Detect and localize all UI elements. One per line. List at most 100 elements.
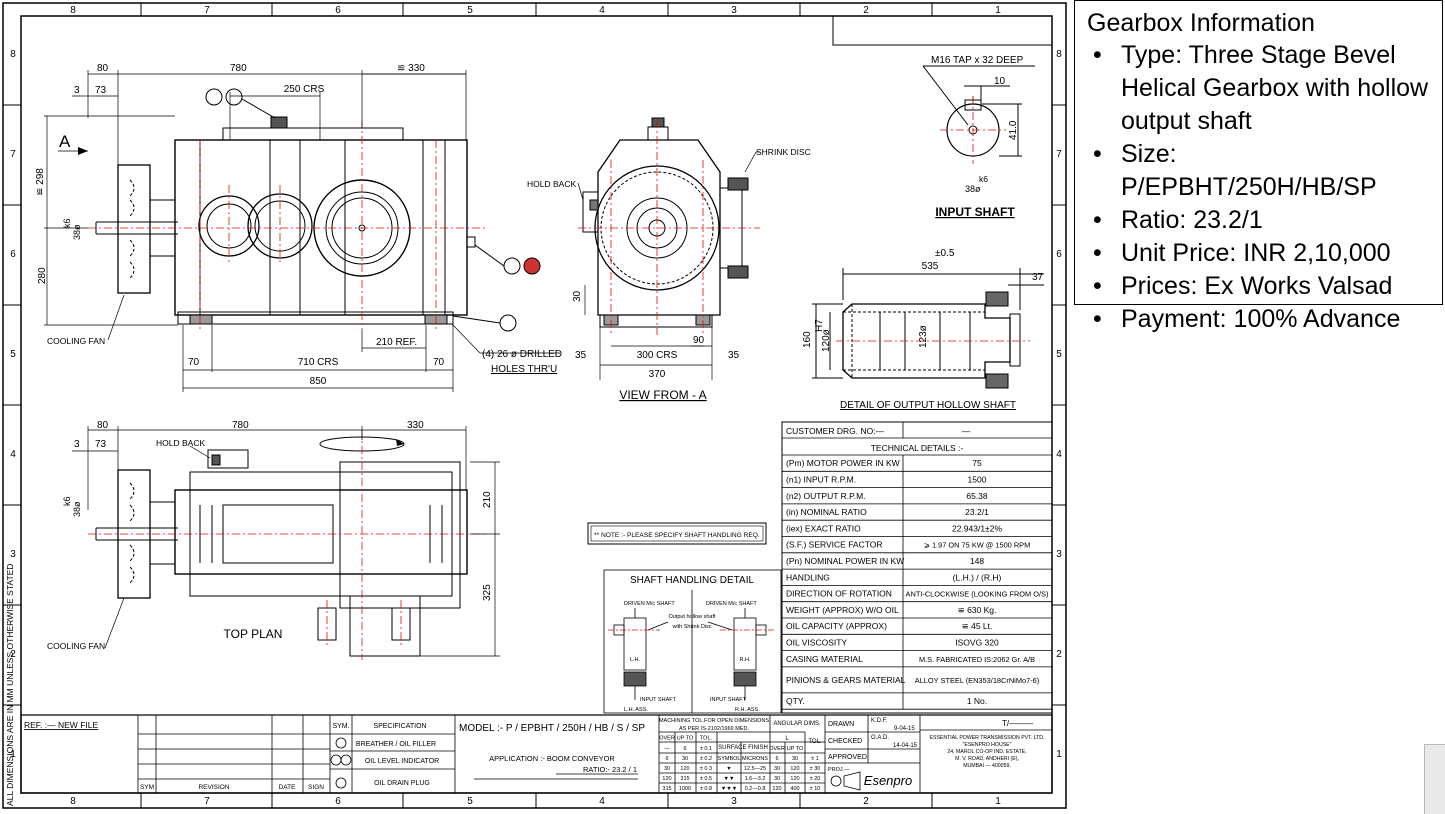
dim-330: 330 (407, 420, 424, 431)
scrollbar-handle[interactable] (1424, 744, 1445, 814)
dim-298: ≌ 298 (35, 168, 46, 196)
dim-210: 210 (482, 491, 493, 508)
dim-3: 3 (74, 439, 80, 450)
spec-header: SPECIFICATION (373, 723, 426, 730)
gearbox-info-panel: Gearbox Information •Type: Three Stage B… (1074, 0, 1443, 333)
ang-cell: 120 (790, 776, 799, 782)
bullet-icon: • (1093, 272, 1102, 300)
ang-cell: 30 (792, 756, 798, 762)
dim-370: 370 (649, 369, 666, 380)
revision-col-header: REVISION (198, 784, 229, 791)
tech-heading: TECHNICAL DETAILS :- (871, 443, 964, 453)
tech-row-label: OIL CAPACITY (APPROX) (786, 621, 887, 631)
ref-label: REF. :— NEW FILE (24, 720, 98, 730)
dim-37: 37 (1032, 272, 1044, 283)
holes-label: (4) 26 ø DRILLED (482, 349, 562, 360)
dim-250-crs: 250 CRS (284, 84, 325, 95)
rh-assembly-label: R.H. ASS. (735, 707, 760, 713)
tech-row-value: 1 No. (967, 696, 987, 706)
row-label-left: 3 (10, 549, 16, 560)
tech-row-label: HANDLING (786, 572, 830, 582)
finish-cell: ▼ (726, 766, 731, 772)
dim-h7: H7 (814, 319, 825, 332)
info-list-text: Ratio: 23.2/1 (1121, 206, 1263, 234)
application-label: APPLICATION :- BOOM CONVEYOR (489, 754, 615, 763)
tech-row-label: PINIONS & GEARS MATERIAL (786, 675, 906, 685)
tech-row-label: (iex) EXACT RATIO (786, 523, 861, 533)
view-a-title: VIEW FROM - A (619, 388, 706, 402)
col-label-bottom: 2 (863, 796, 869, 807)
tech-row-value: ≌ 45 Lt. (962, 621, 993, 631)
col-label-bottom: 1 (995, 796, 1001, 807)
dim-38-dia: 38ø (72, 224, 82, 240)
tech-row-value: ANTI-CLOCKWISE (LOOKING FROM O/S) (906, 590, 1049, 599)
tol-header: TOL. (700, 736, 713, 742)
checked-by: O.A.D. (871, 735, 889, 741)
view-a-centerlines (578, 120, 760, 335)
angular-l: L (785, 736, 789, 742)
row-label-left: 7 (10, 149, 16, 160)
bullet-icon: • (1093, 140, 1102, 168)
dim-710-crs: 710 CRS (298, 357, 339, 368)
shaft-handling-title: SHAFT HANDLING DETAIL (630, 575, 755, 586)
angular-title: ANGULAR DIMS. (773, 721, 821, 727)
proj-label: PROJ.— (828, 767, 850, 773)
tech-row-label: (Pn) NOMINAL POWER IN KW (786, 556, 904, 566)
row-label-left: 1 (10, 749, 16, 760)
output-shaft-title: DETAIL OF OUTPUT HOLLOW SHAFT (840, 400, 1016, 411)
row-label-left: 8 (10, 49, 16, 60)
tol-cell: ± 0.3 (700, 766, 712, 772)
tech-row-label: DIRECTION OF ROTATION (786, 589, 892, 599)
rh-label: R.H. (740, 657, 751, 663)
front-view-centerlines (88, 120, 485, 330)
ang-cell: 6 (775, 756, 778, 762)
finish-cell: 12.5—25 (744, 766, 766, 772)
bullet-icon: • (1093, 206, 1102, 234)
driven-shaft-right-label: DRIVEN M/c SHAFT (706, 601, 757, 607)
bullet-icon: • (1093, 305, 1102, 333)
ang-cell: ± 10 (810, 786, 821, 792)
input-shaft-centerlines (940, 96, 1006, 164)
note-box (587, 522, 767, 545)
ang-cell: ± 20 (810, 776, 821, 782)
tol-cell: 30 (682, 756, 688, 762)
info-list-item: •Unit Price: INR 2,10,000 (1087, 237, 1432, 270)
tech-row-label: CASING MATERIAL (786, 654, 863, 664)
ang-header: OVER (769, 746, 785, 752)
row-label-left: 5 (10, 349, 16, 360)
dim-70-right: 70 (433, 357, 445, 368)
info-list-item: • Ratio: 23.2/1 (1087, 204, 1432, 237)
tol-cell: 6 (683, 746, 686, 752)
col-label-top: 6 (335, 5, 341, 16)
checked-label: CHECKED (828, 738, 862, 745)
dim-535: 535 (922, 261, 939, 272)
engineering-drawing: 8 7 6 5 4 3 2 1 8 7 6 5 4 3 2 1 8 7 6 5 … (2, 2, 1067, 809)
dim-780: 780 (232, 420, 249, 431)
approved-label: APPROVED (828, 754, 867, 761)
info-list-text: Payment: 100% Advance (1121, 305, 1401, 333)
grid-labels: 8 7 6 5 4 3 2 1 8 7 6 5 4 3 2 1 8 7 6 5 … (10, 5, 1062, 807)
company-line: MUMBAI — 400059. (963, 763, 1011, 769)
shaft-handling-text: SHAFT HANDLING DETAIL DRIVEN M/c SHAFT D… (624, 575, 760, 713)
ang-cell: ± 30 (810, 766, 821, 772)
dim-41: 41.0 (1008, 120, 1019, 140)
driven-shaft-left-label: DRIVEN M/c SHAFT (624, 601, 675, 607)
output-shaft-text: ±0.5 535 37 160 H7 120ø 123ø DETAIL OF O… (802, 248, 1044, 411)
dim-850: 850 (310, 376, 327, 387)
input-shaft-left-label: INPUT SHAFT (640, 697, 677, 703)
hold-back-label: HOLD BACK (156, 438, 205, 448)
dim-38-dia: 38ø (72, 501, 82, 517)
dim-30: 30 (572, 290, 583, 302)
rotation-arrow-icon (396, 439, 404, 446)
input-shaft-right-label: INPUT SHAFT (710, 697, 747, 703)
row-label-right: 1 (1056, 749, 1062, 760)
model-label: MODEL :- P / EPBHT / 250H / HB / S / SP (459, 723, 645, 734)
tol-cell: — (664, 746, 670, 752)
ang-cell: 30 (774, 776, 780, 782)
company-logo: Esenpro (864, 773, 912, 788)
ang-cell: 120 (772, 786, 781, 792)
shaft-handling-detail (603, 569, 782, 714)
projection-symbol-icon (830, 775, 842, 787)
row-label-right: 2 (1056, 649, 1062, 660)
tech-row-value: ⩾ 1.97 ON 75 KW @ 1500 RPM (924, 541, 1031, 550)
